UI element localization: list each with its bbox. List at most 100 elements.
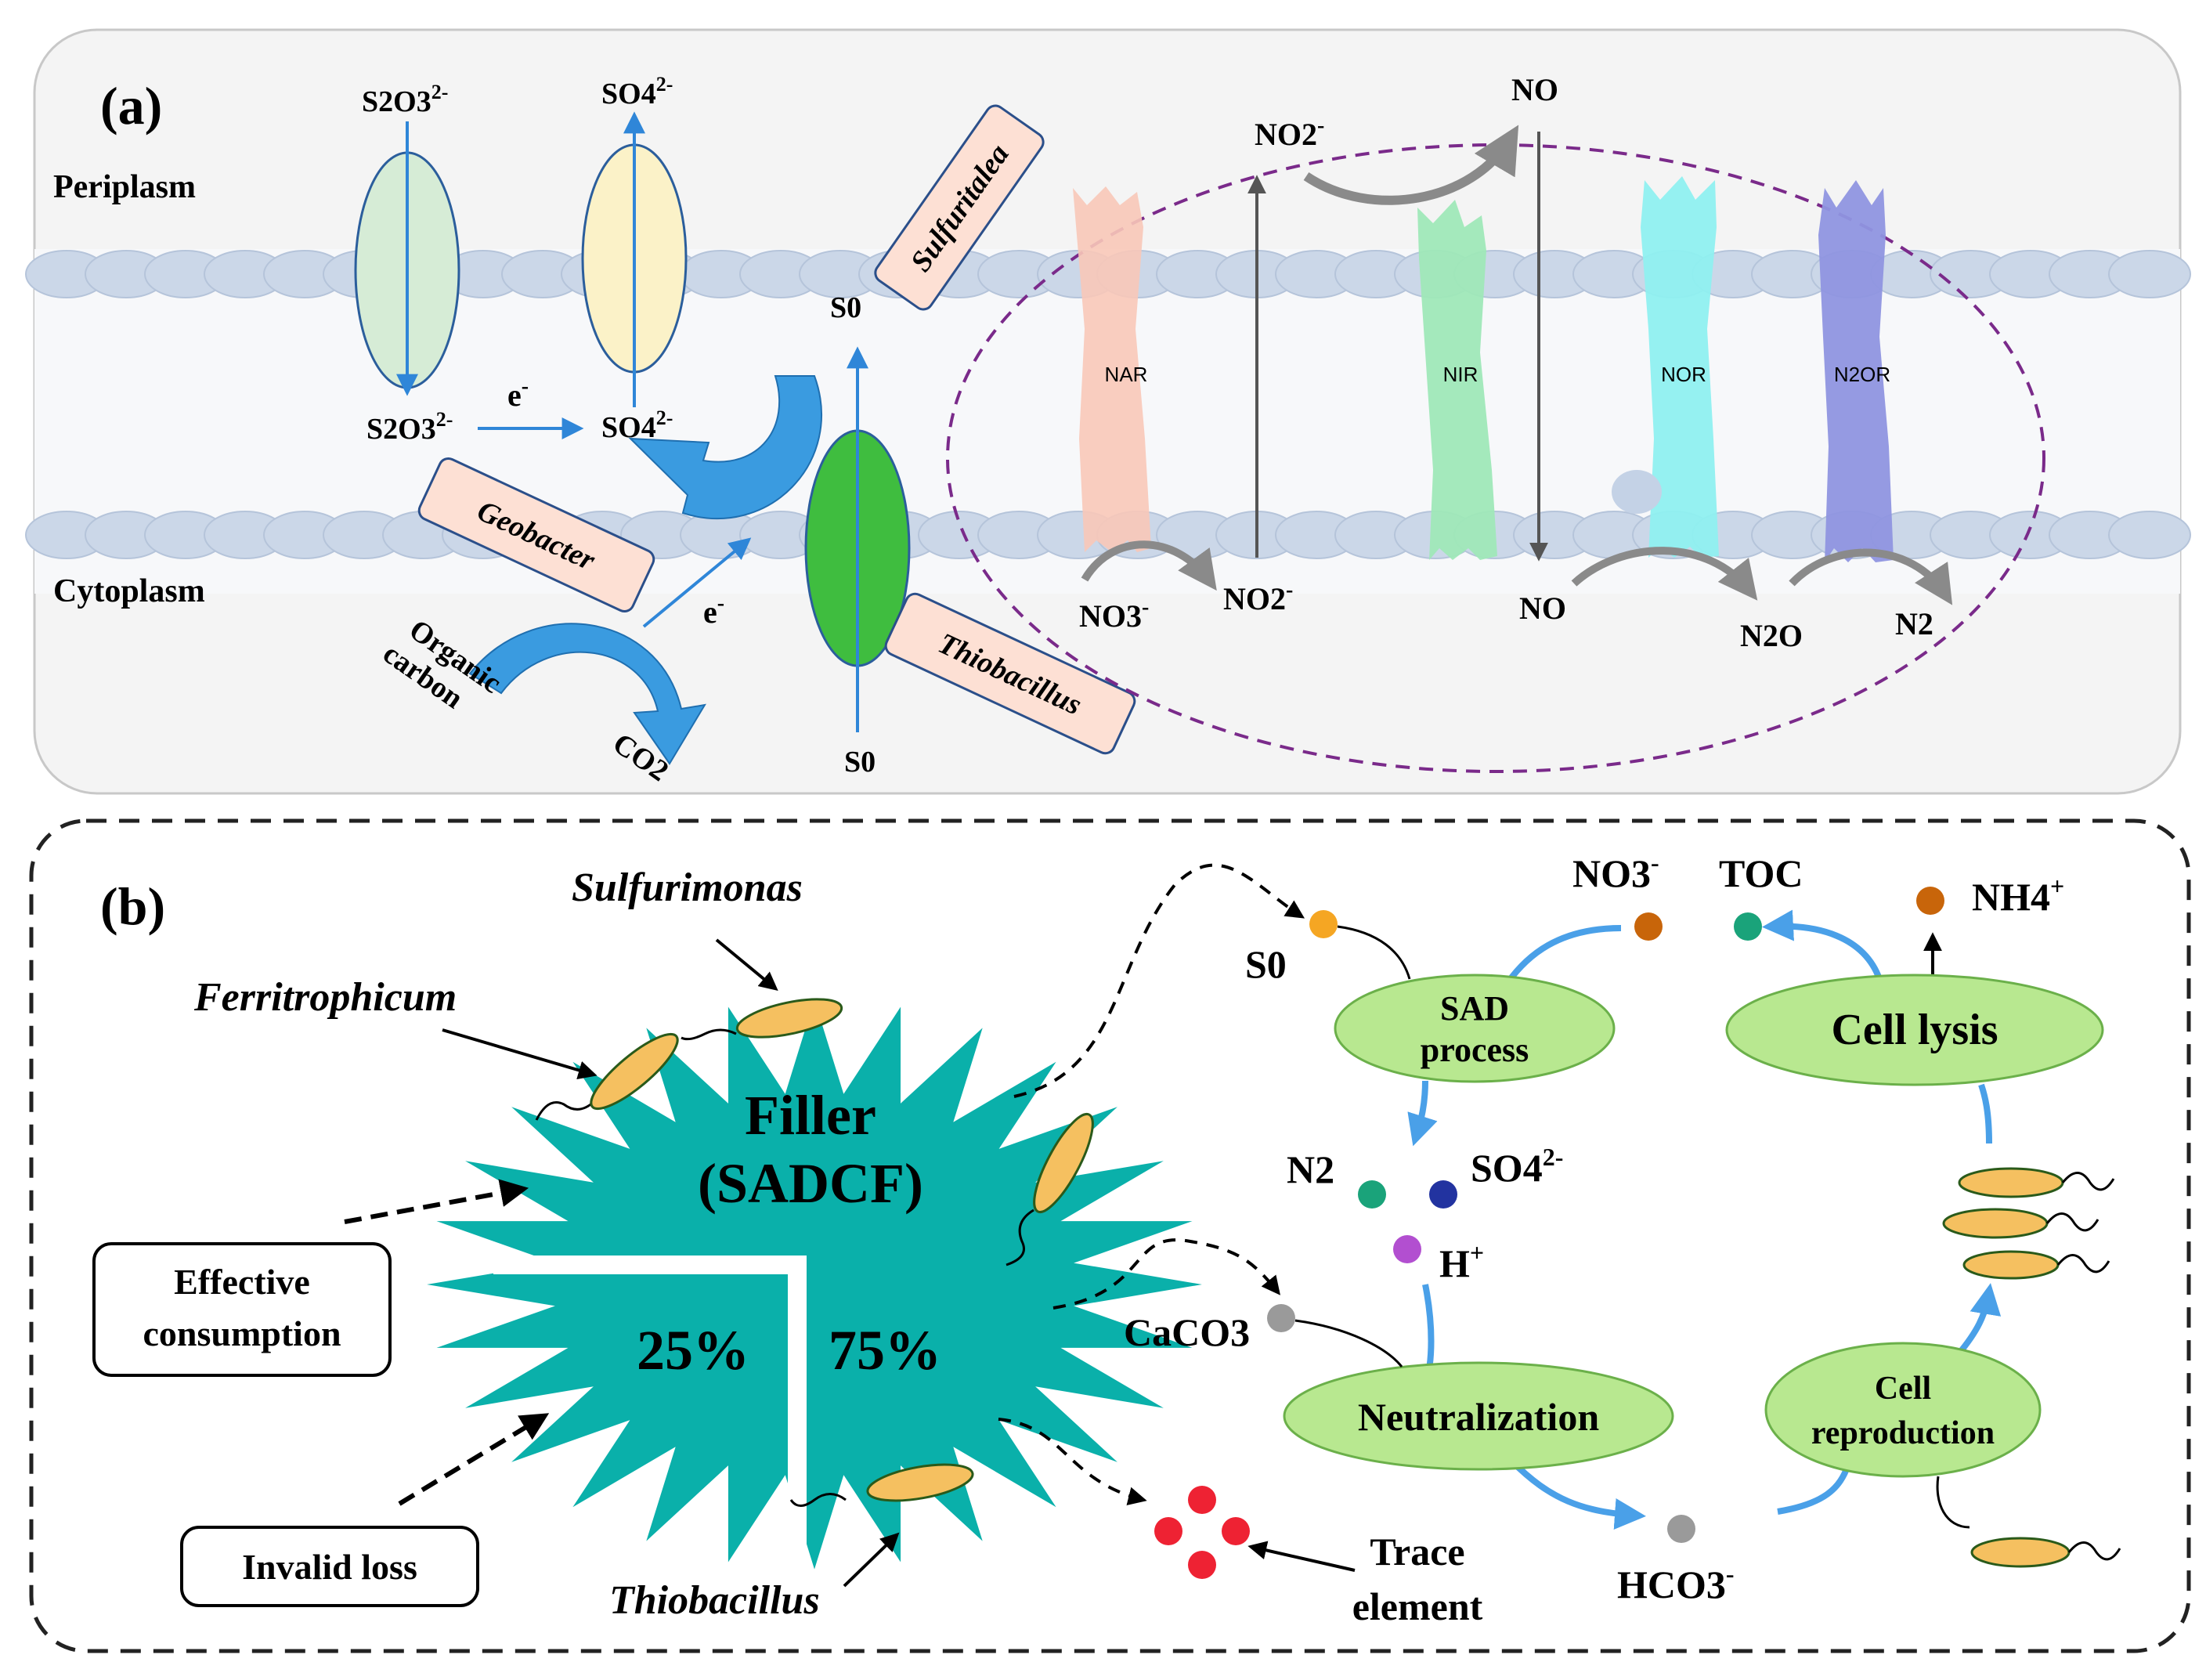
- filler-starburst: [427, 999, 1202, 1570]
- trace-release-dashed-arrow: [998, 1418, 1147, 1505]
- filler-split-divider: [493, 1255, 807, 1555]
- n2-dot: [1358, 1180, 1386, 1209]
- toc-label: TOC: [1719, 851, 1803, 895]
- cytoplasm-label: Cytoplasm: [53, 573, 205, 609]
- lysis-to-toc-arrow: [1762, 909, 1883, 981]
- nitrite-top-label: NO2-: [1255, 114, 1324, 152]
- sulfurimonas-pointer: [715, 938, 778, 992]
- effective-consumption-box: [92, 1242, 392, 1377]
- sad-line2: process: [1421, 1031, 1529, 1069]
- no3-label: NO3-: [1572, 848, 1659, 895]
- sad-to-products-arrow: [1407, 1080, 1438, 1147]
- nor-subunit-bubble: [1612, 470, 1662, 514]
- caco3-dot: [1267, 1304, 1295, 1332]
- hco3-dot: [1667, 1515, 1695, 1543]
- cycle-bacterium-bottom: [1970, 1537, 2121, 1568]
- bacteria-to-lysis-arrow: [1978, 1083, 1992, 1144]
- n2o-to-n2-arrow: [1789, 548, 1953, 605]
- periplasm-label: Periplasm: [53, 169, 196, 205]
- filler-pct-right: 75%: [829, 1319, 941, 1382]
- s0-bottom-label: S0: [844, 746, 876, 779]
- n2o-label: N2O: [1740, 618, 1803, 653]
- filler-pct-left: 25%: [637, 1319, 749, 1382]
- ferritrophicum-pointer: [442, 1028, 598, 1080]
- sulfur-oxidation-curved-arrow: [628, 375, 822, 520]
- lipid-head: [2108, 511, 2191, 559]
- so4-dot: [1429, 1180, 1457, 1209]
- s0-top-label: S0: [830, 291, 861, 324]
- caco3-release-dashed-arrow: [1052, 1238, 1280, 1310]
- effective-line1: Effective: [174, 1262, 310, 1302]
- nh4-dot: [1916, 887, 1944, 915]
- filler-title-line2: (SADCF): [698, 1152, 923, 1215]
- thiosulfate-bottom-label: S2O32-: [366, 408, 453, 446]
- nh4-label: NH4+: [1972, 872, 2064, 919]
- filler-title-line1: Filler: [745, 1084, 876, 1147]
- panel-b-label: (b): [100, 876, 165, 936]
- effective-line2: consumption: [143, 1313, 341, 1353]
- thiobacillus-pointer: [843, 1532, 900, 1588]
- electron-arrow-mid: [642, 537, 752, 628]
- cell-line1: Cell: [1875, 1371, 1931, 1407]
- electron-top-label: e-: [507, 374, 529, 413]
- thiobacillus-label-b: Thiobacillus: [609, 1578, 820, 1623]
- nitrite-to-no-arrow: [1303, 125, 1519, 205]
- s0-release-dashed-arrow: [1013, 863, 1305, 1098]
- neutralization-to-hco3-arrow: [1509, 1458, 1646, 1530]
- thiosulfate-top-label: S2O32-: [362, 81, 448, 118]
- sad-process-ellipse: [1334, 974, 1616, 1083]
- trace-pointer: [1247, 1541, 1356, 1572]
- nor-label: NOR: [1661, 363, 1706, 386]
- cell-lysis-label: Cell lysis: [1831, 1006, 1998, 1054]
- h-dot: [1393, 1235, 1421, 1263]
- so4-label-b: SO42-: [1471, 1143, 1563, 1190]
- sad-line1: SAD: [1440, 989, 1509, 1028]
- h-label: H+: [1439, 1238, 1484, 1285]
- no-top-label: NO: [1511, 72, 1558, 107]
- nor-enzyme: [1641, 176, 1719, 558]
- no3-dot: [1634, 912, 1663, 941]
- bacterium-ferritrophicum: [535, 1032, 679, 1121]
- no3-to-sad-arrow: [1504, 925, 1622, 985]
- nar-enzyme: [1073, 186, 1151, 552]
- panel-a: (a) Periplasm Cytoplasm S2O32- SO42- S2O…: [25, 28, 2191, 795]
- lipid-head: [2108, 250, 2191, 298]
- bacterium-sulfurimonas: [681, 998, 843, 1041]
- bacterium-filler-right: [1006, 1112, 1094, 1266]
- reproduction-to-bacteria-arrow: [1955, 1283, 2002, 1357]
- trace-dot-1: [1188, 1486, 1216, 1514]
- toc-dot: [1734, 912, 1762, 941]
- panel-b-dashed-border: [29, 818, 2191, 1653]
- n2-label: N2: [1895, 606, 1933, 641]
- trace-dot-4: [1188, 1551, 1216, 1579]
- panel-a-label: (a): [100, 76, 162, 135]
- trace-dot-3: [1222, 1517, 1250, 1545]
- invalid-dashed-arrow: [398, 1413, 550, 1506]
- s0-dot: [1309, 910, 1338, 938]
- sulfate-bottom-label: SO42-: [601, 406, 673, 444]
- nitrite-bottom-label: NO2-: [1223, 578, 1293, 616]
- nir-label: NIR: [1443, 363, 1478, 386]
- sulfate-top-label: SO42-: [601, 73, 673, 110]
- hco3-to-reproduction-arrow: [1777, 1463, 1851, 1515]
- hco3-label: HCO3-: [1617, 1559, 1735, 1606]
- neutralization-ellipse: [1283, 1361, 1674, 1471]
- no-to-n2o-arrow: [1571, 547, 1758, 601]
- caco3-label: CaCO3: [1124, 1310, 1250, 1354]
- no-bottom-label: NO: [1519, 591, 1566, 626]
- effective-dashed-arrow: [344, 1179, 529, 1224]
- s0-connector: [1337, 925, 1411, 980]
- sulfuritalea-box: Sulfuritalea: [874, 104, 1045, 311]
- invalid-loss-box: [180, 1526, 479, 1607]
- cell-reproduction-ellipse: [1764, 1342, 2042, 1478]
- organic-oxidation-curved-arrow: [468, 623, 706, 765]
- cell-lysis-ellipse: [1725, 974, 2104, 1086]
- n2or-enzyme: [1818, 180, 1894, 562]
- cell-line2: reproduction: [1811, 1415, 1995, 1451]
- caco3-connector: [1294, 1319, 1403, 1367]
- bacterium-thiobacillus: [789, 1463, 974, 1507]
- panel-b: (b) Filler (SADCF) 25% 75% Sulfurimonas …: [29, 818, 2191, 1653]
- invalid-loss-label: Invalid loss: [242, 1547, 417, 1587]
- bacterium-connector: [1936, 1476, 1970, 1529]
